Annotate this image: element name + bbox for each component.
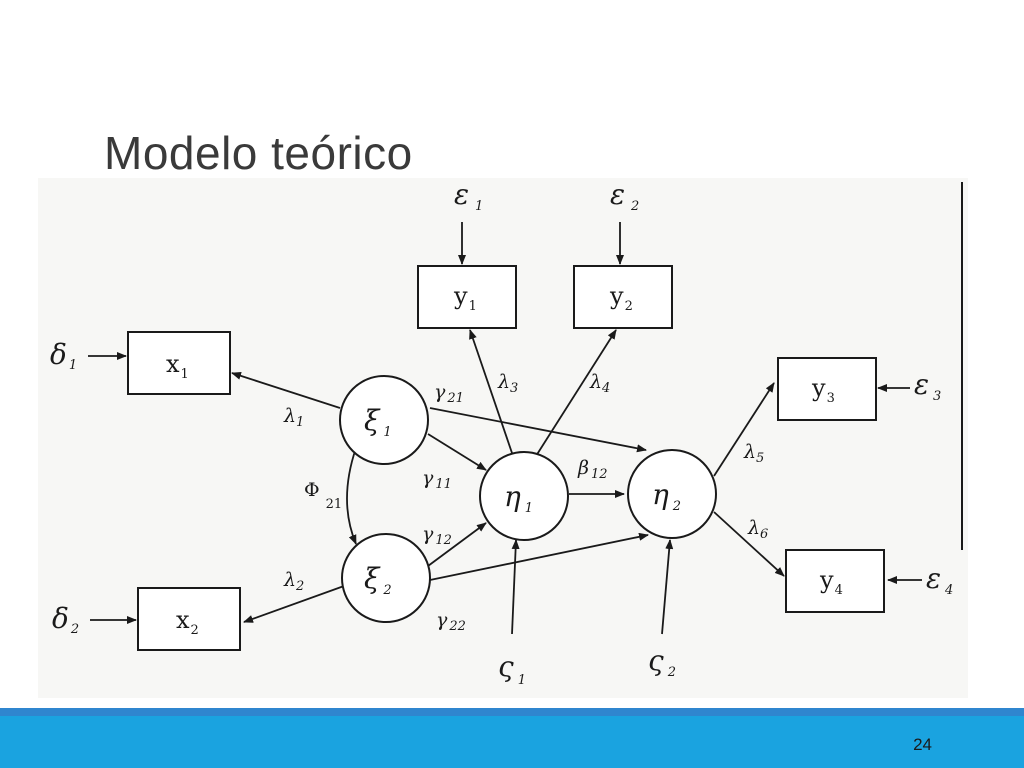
edge-zeta2-eta2 — [661, 539, 674, 635]
label-lambda3: λ3 — [497, 371, 518, 396]
slide-title: Modelo teórico — [104, 127, 413, 179]
svg-text:y3: y3 — [811, 374, 835, 406]
node-y4: y4 — [785, 549, 885, 613]
edge-eta2-y3 — [713, 382, 775, 477]
svg-text:y4: y4 — [819, 566, 843, 598]
svg-text:y2: y2 — [609, 282, 633, 314]
edge-xi1-eta2 — [429, 407, 647, 453]
svg-text:y1: y1 — [453, 282, 477, 314]
edge-xi2-eta1 — [427, 522, 487, 567]
svg-text:ξ1: ξ1 — [364, 404, 392, 440]
edge-xi2-x2 — [243, 585, 345, 623]
svg-text:x1: x1 — [166, 350, 189, 382]
edge-eta1-y2 — [535, 329, 617, 457]
label-lambda5: λ5 — [743, 441, 764, 466]
svg-text:x2: x2 — [176, 606, 199, 638]
edge-eta1-y1 — [469, 329, 513, 454]
edge-xi1-x1 — [231, 371, 341, 409]
label-phi21: Φ21 — [304, 479, 342, 512]
edge-eta2-y4 — [713, 511, 785, 577]
edge-xi2-eta2 — [429, 532, 649, 581]
node-x1: x1 — [127, 331, 231, 395]
footer-bar — [0, 716, 1024, 768]
node-y3: y3 — [777, 357, 877, 421]
node-y1: y1 — [417, 265, 517, 329]
svg-text:ξ2: ξ2 — [364, 562, 392, 598]
edge-zeta1-eta1 — [511, 539, 520, 635]
footer-accent-line — [0, 708, 1024, 716]
node-x2: x2 — [137, 587, 241, 651]
label-lambda6: λ6 — [747, 517, 768, 542]
label-lambda1: λ1 — [283, 405, 304, 430]
label-lambda2: λ2 — [283, 569, 304, 594]
edge-xi1-eta1 — [427, 433, 487, 471]
label-lambda4: λ4 — [589, 371, 610, 396]
svg-text:η1: η1 — [504, 480, 533, 516]
svg-text:η2: η2 — [652, 478, 681, 514]
edge-xi1-xi2-covariance — [346, 439, 360, 545]
page-number: 24 — [913, 735, 932, 754]
node-y2: y2 — [573, 265, 673, 329]
